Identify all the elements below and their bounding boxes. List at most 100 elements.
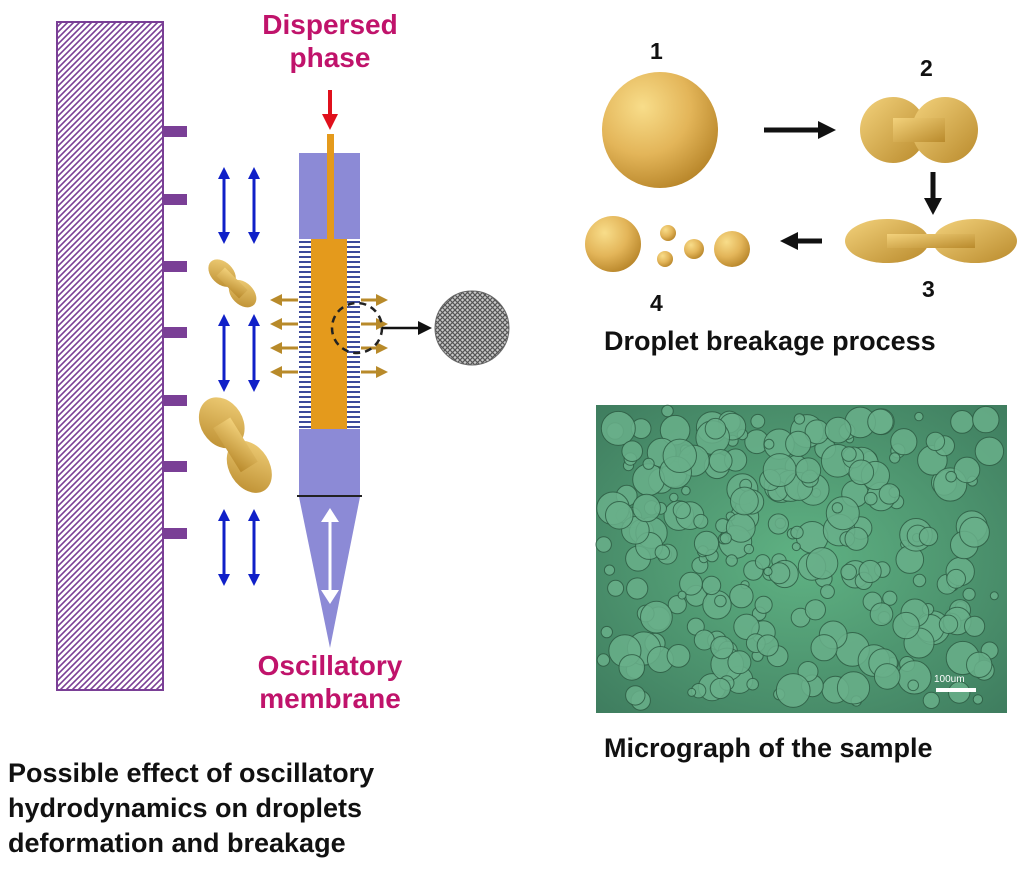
scale-bar-label: 100um — [934, 674, 965, 685]
micrograph-droplet — [945, 470, 957, 483]
micrograph-droplet — [661, 404, 674, 418]
micrograph-droplet — [767, 513, 790, 535]
micrograph-droplet — [785, 430, 812, 457]
micrograph-droplet — [825, 496, 860, 531]
micrograph-droplet — [669, 492, 679, 503]
micrograph-droplet — [763, 566, 773, 577]
micrograph-droplet — [714, 594, 727, 608]
micrograph-droplet — [607, 579, 625, 597]
micrograph-image — [595, 404, 1007, 713]
micrograph-droplet — [743, 543, 755, 555]
micrograph-droplet — [974, 436, 1005, 466]
micrograph-droplet — [730, 486, 759, 516]
micrograph-droplet — [733, 613, 760, 640]
droplet-stage-3 — [845, 219, 1017, 263]
micrograph-droplet — [754, 554, 771, 570]
micrograph-droplet — [600, 410, 636, 446]
micrograph-droplet — [948, 681, 971, 704]
micrograph-droplet — [962, 587, 976, 601]
micrograph-droplet — [775, 673, 811, 708]
micrograph-droplet — [795, 457, 822, 484]
micrograph-droplet — [820, 584, 835, 599]
micrograph-droplet — [831, 502, 844, 514]
micrograph-droplet — [677, 590, 687, 600]
micrograph-droplet — [848, 459, 875, 486]
micrograph-droplet — [938, 614, 959, 634]
micrograph-droplet — [666, 644, 691, 668]
micrograph-droplet — [701, 575, 722, 596]
micrograph-caption: Micrograph of the sample — [604, 733, 933, 763]
micrograph-droplet — [719, 532, 732, 545]
micrograph-droplet — [925, 431, 946, 452]
micrograph-droplet — [603, 564, 616, 576]
micrograph-droplet — [824, 416, 852, 444]
micrograph-droplet — [989, 591, 999, 601]
step-label-1: 1 — [650, 38, 663, 64]
micrograph-droplet — [640, 600, 673, 634]
micrograph-droplet — [681, 485, 691, 496]
micrograph-droplet — [790, 525, 804, 540]
micrograph-droplet — [791, 542, 801, 552]
left-caption: Possible effect of oscillatory hydrodyna… — [8, 758, 375, 858]
micrograph-droplet — [836, 671, 871, 705]
micrograph-droplet — [864, 491, 878, 506]
micrograph-droplet — [605, 501, 634, 530]
deforming-droplet-small — [208, 259, 257, 308]
micrograph-droplet — [693, 530, 720, 557]
micrograph-droplet — [642, 457, 655, 470]
micrograph-droplet — [873, 663, 901, 690]
micrograph-droplet — [596, 653, 611, 667]
oscillatory-membrane-label: Oscillatory membrane — [257, 650, 403, 714]
process-arrows — [764, 121, 942, 250]
micrograph-droplet — [672, 500, 691, 520]
micrograph-droplet — [907, 679, 920, 692]
micrograph-droplet — [841, 446, 857, 462]
droplet-stage-1 — [602, 72, 718, 188]
micrograph-droplet — [804, 599, 827, 621]
emission-arrows — [270, 294, 388, 378]
micrograph-droplet — [754, 595, 773, 614]
breakage-caption: Droplet breakage process — [604, 326, 936, 356]
deforming-droplet-large — [198, 397, 272, 493]
micrograph-droplet — [878, 483, 901, 505]
micrograph-droplet — [600, 625, 613, 639]
micrograph-droplet — [959, 516, 990, 548]
micrograph-droplet — [918, 526, 939, 547]
droplet-stage-4 — [585, 216, 750, 272]
micrograph-droplet — [946, 568, 966, 589]
flow-arrows — [218, 167, 260, 586]
micrograph-droplet — [693, 513, 709, 529]
micrograph-droplet — [892, 611, 920, 640]
micrograph-droplet — [621, 440, 644, 463]
micrograph-droplet — [763, 438, 775, 450]
micrograph-droplet — [729, 583, 754, 609]
micrograph-droplet — [704, 417, 727, 440]
micrograph-droplet — [727, 650, 752, 675]
step-label-4: 4 — [650, 290, 663, 316]
vessel-wall — [56, 21, 164, 691]
micrograph-droplet — [654, 544, 670, 560]
micrograph-droplet — [756, 634, 779, 657]
micrograph-droplet — [912, 573, 927, 588]
micrograph-droplet — [840, 563, 858, 581]
micrograph-droplet — [810, 634, 838, 662]
wall-baffles — [163, 126, 187, 539]
micrograph-droplet — [625, 685, 646, 706]
micrograph-droplet — [844, 526, 869, 551]
micrograph-droplet — [725, 554, 738, 567]
micrograph-droplet — [746, 677, 760, 691]
micrograph-droplet — [710, 635, 734, 660]
step-label-3: 3 — [922, 276, 935, 302]
micrograph-droplet — [709, 677, 731, 700]
micrograph-droplet — [922, 691, 940, 710]
micrograph-droplet — [882, 590, 898, 606]
micrograph-droplet — [867, 408, 894, 435]
micrograph-droplet — [972, 405, 1000, 434]
micrograph-droplet — [972, 694, 984, 705]
micrograph-droplet — [950, 410, 974, 434]
micrograph-droplet — [964, 615, 986, 637]
micrograph-droplet — [966, 651, 993, 678]
micrograph-droplet — [805, 547, 839, 580]
